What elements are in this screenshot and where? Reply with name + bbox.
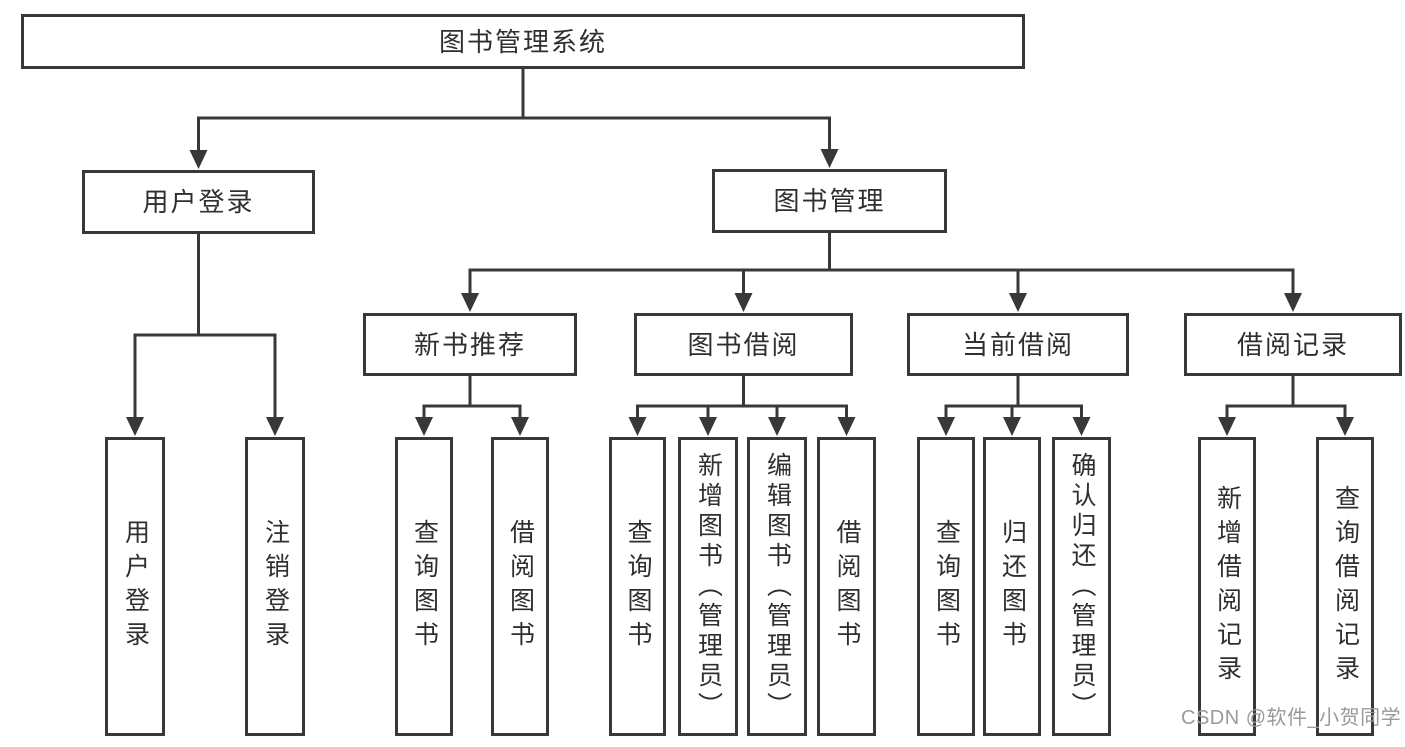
node-v-logout: 注销登录 — [245, 437, 305, 736]
arrowhead-icon — [768, 417, 786, 436]
node-label: 注销登录 — [261, 518, 290, 655]
arrowhead-icon — [1072, 417, 1091, 436]
arrowhead-icon — [511, 417, 529, 436]
node-label: 查询图书 — [624, 518, 652, 655]
arrowhead-icon — [1003, 417, 1021, 436]
node-new-book: 新书推荐 — [363, 313, 577, 376]
arrowhead-icon — [1284, 293, 1302, 312]
node-label: 图书管理 — [773, 186, 886, 216]
node-v-query-record: 查询借阅记录 — [1316, 437, 1374, 736]
node-v-add-record: 新增借阅记录 — [1198, 437, 1256, 736]
arrowhead-icon — [1336, 417, 1354, 436]
node-label: 查询借阅记录 — [1331, 484, 1360, 689]
node-v-borrow-book-1: 借阅图书 — [491, 437, 549, 736]
arrowhead-icon — [1009, 293, 1027, 312]
node-label: 新增图书（管理员） — [694, 451, 723, 722]
node-label: 新书推荐 — [413, 329, 526, 360]
node-v-borrow-book-2: 借阅图书 — [817, 437, 876, 736]
node-root: 图书管理系统 — [21, 14, 1025, 69]
node-label: 借阅图书 — [506, 518, 535, 655]
node-v-edit-book: 编辑图书（管理员） — [747, 437, 807, 736]
node-label: 借阅记录 — [1236, 329, 1349, 360]
node-v-query-book-3: 查询图书 — [917, 437, 975, 736]
node-v-confirm-return: 确认归还（管理员） — [1052, 437, 1111, 736]
arrowhead-icon — [837, 417, 856, 436]
node-v-user-login: 用户登录 — [105, 437, 165, 736]
node-label: 编辑图书（管理员） — [763, 451, 792, 722]
node-v-add-book: 新增图书（管理员） — [678, 437, 738, 736]
node-current-borrow: 当前借阅 — [907, 313, 1129, 376]
node-v-return-book: 归还图书 — [983, 437, 1041, 736]
node-label: 图书借阅 — [687, 329, 800, 360]
node-book-mgmt: 图书管理 — [712, 169, 947, 233]
node-label: 图书管理系统 — [438, 26, 607, 57]
arrowhead-icon — [189, 150, 208, 169]
arrowhead-icon — [628, 417, 647, 436]
node-v-query-book-2: 查询图书 — [609, 437, 666, 736]
arrowhead-icon — [699, 417, 717, 436]
node-book-borrow: 图书借阅 — [634, 313, 853, 376]
node-label: 当前借阅 — [961, 329, 1074, 360]
node-label: 借阅图书 — [833, 518, 861, 655]
arrowhead-icon — [126, 417, 144, 436]
node-user-login: 用户登录 — [82, 170, 315, 234]
node-label: 确认归还（管理员） — [1068, 451, 1096, 722]
node-label: 用户登录 — [142, 187, 255, 217]
node-label: 归还图书 — [998, 518, 1027, 655]
arrowhead-icon — [937, 417, 955, 436]
arrowhead-icon — [734, 293, 753, 312]
watermark: CSDN @软件_小贺同学 — [1181, 707, 1402, 729]
arrowhead-icon — [1218, 417, 1236, 436]
node-label: 查询图书 — [410, 518, 439, 655]
arrowhead-icon — [415, 417, 433, 436]
node-borrow-record: 借阅记录 — [1184, 313, 1402, 376]
node-v-query-book-1: 查询图书 — [395, 437, 453, 736]
arrowhead-icon — [820, 149, 839, 168]
arrowhead-icon — [461, 293, 479, 312]
node-label: 用户登录 — [121, 518, 150, 655]
node-label: 新增借阅记录 — [1213, 484, 1242, 689]
node-label: 查询图书 — [932, 518, 961, 655]
arrowhead-icon — [266, 417, 284, 436]
